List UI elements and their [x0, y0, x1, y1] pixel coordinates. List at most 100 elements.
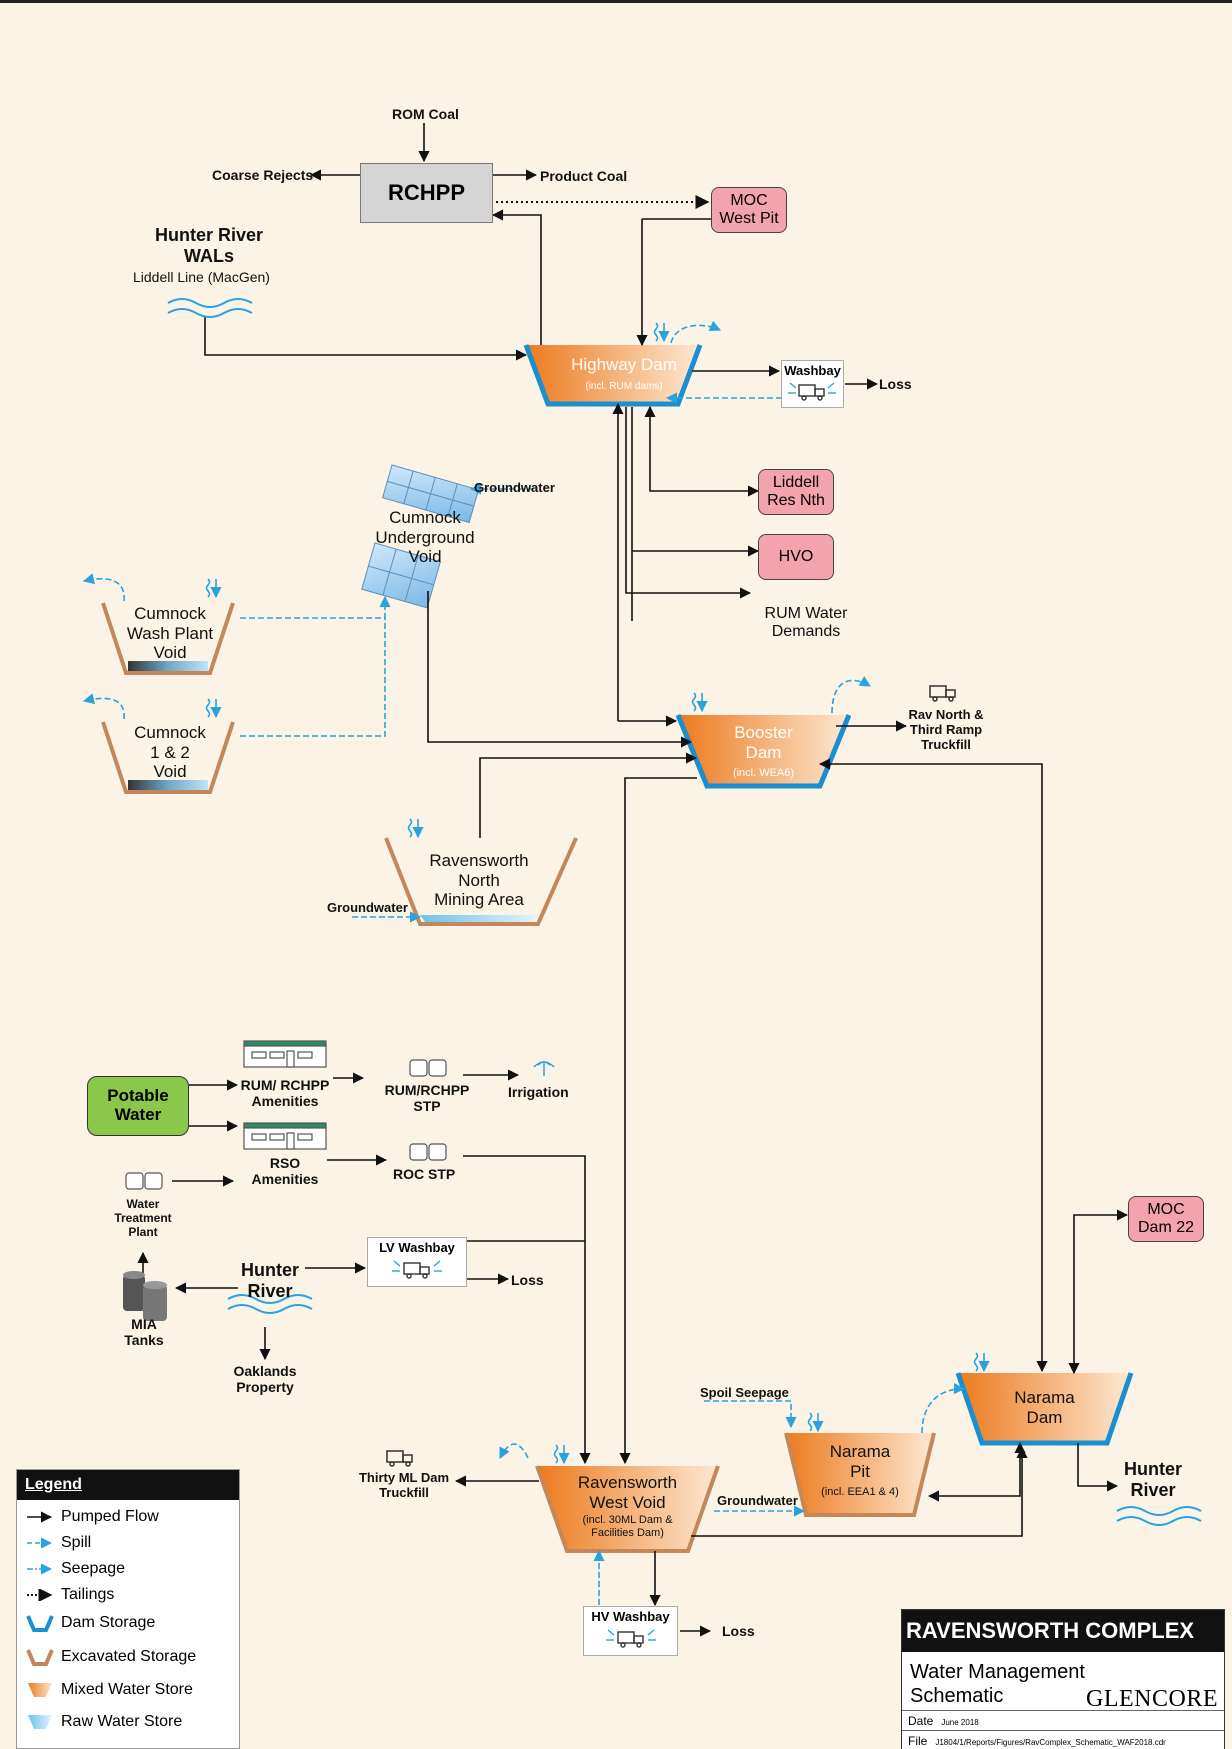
product-coal-label: Product Coal [540, 168, 628, 184]
flow-diagram [82, 123, 1202, 1637]
hunter-river-wals-label: Hunter River WALs [154, 225, 264, 266]
rum-rchpp-stp-label: RUM/RCHPP STP [384, 1082, 470, 1115]
glencore-logo: GLENCORE [1086, 1686, 1218, 1712]
rain-evap-icons [205, 322, 990, 1465]
ravensworth-west-void-label: Ravensworth West Void [577, 1473, 678, 1512]
rum-stp-tank-icon [409, 1059, 447, 1077]
date-label: Date [908, 1714, 934, 1728]
legend-pumped-flow-label: Pumped Flow [61, 1508, 159, 1525]
coarse-rejects-label: Coarse Rejects [212, 167, 314, 183]
legend-dam-storage: Dam Storage [25, 1612, 155, 1634]
groundwater-top-label: Groundwater [474, 480, 555, 495]
pumped-flow-icon [27, 1511, 53, 1523]
legend-raw-water-label: Raw Water Store [61, 1713, 183, 1730]
cumnock-underground-panels [361, 464, 480, 609]
legend-raw-water: Raw Water Store [25, 1711, 182, 1733]
washbay-box: Washbay [781, 360, 844, 408]
highway-dam-label: Highway Dam [571, 355, 677, 374]
rum-amenities-building-icon [243, 1040, 327, 1068]
cumnock-1-2-shape [101, 721, 235, 794]
sprinkler-icon [533, 1061, 555, 1076]
truckfill-thirty-icon [386, 1450, 413, 1467]
rso-amenities-building-icon [243, 1122, 327, 1150]
legend-mixed-water: Mixed Water Store [25, 1679, 193, 1701]
cumnock-wash-plant-void-label: Cumnock Wash Plant Void [126, 604, 214, 663]
legend-tailings-label: Tailings [61, 1586, 115, 1603]
narama-pit-label: Narama Pit [829, 1442, 891, 1481]
highway-dam-sub-label: (incl. RUM dams) [585, 381, 663, 392]
mia-tanks-label: MIA Tanks [124, 1316, 164, 1349]
excavated-storage-icon [26, 1649, 54, 1666]
seepage-lines [82, 320, 966, 1623]
seepage-icon [27, 1563, 53, 1575]
file-row: File J1804/1/Reports/Figures/RavComplex_S… [902, 1730, 1224, 1749]
narama-dam-shape [955, 1372, 1134, 1446]
file-label: File [908, 1734, 928, 1748]
date-row: Date June 2018 [902, 1710, 1224, 1731]
rum-water-demands-label: RUM Water Demands [764, 605, 848, 641]
mia-tanks-icon [123, 1271, 167, 1321]
title-block: RAVENSWORTH COMPLEX Water Management Sch… [901, 1609, 1225, 1749]
hv-loss-label: Loss [722, 1623, 755, 1639]
washbay-label: Washbay [784, 363, 841, 378]
wtp-tank-icon [125, 1172, 163, 1190]
hunter-river-label: Hunter River [241, 1260, 299, 1301]
legend-title: Legend [17, 1470, 239, 1500]
ravensworth-west-void-shape [535, 1465, 720, 1553]
river-wave-icons [167, 298, 1202, 1526]
legend-dam-storage-label: Dam Storage [61, 1614, 156, 1631]
date-value: June 2018 [941, 1718, 979, 1727]
lv-washbay-truck-icon [392, 1260, 442, 1279]
hv-washbay-box: HV Washbay [583, 1606, 678, 1656]
lv-loss-label: Loss [511, 1272, 544, 1288]
moc-west-pit-box: MOC West Pit [711, 187, 787, 233]
booster-dam-shape [675, 714, 852, 789]
oaklands-property-label: Oaklands Property [233, 1363, 297, 1396]
legend: Legend Pumped Flow Spill Seepage Tailing… [16, 1469, 240, 1749]
rso-amenities-label: RSO Amenities [251, 1155, 319, 1188]
legend-spill: Spill [25, 1532, 91, 1554]
truckfill-top-icon [929, 685, 956, 702]
raw-water-icon [28, 1715, 52, 1729]
hv-washbay-truck-icon [606, 1629, 656, 1648]
ravensworth-north-label: Ravensworth North Mining Area [429, 851, 529, 910]
roc-stp-tank-icon [409, 1143, 447, 1161]
ravensworth-north-shape [384, 837, 578, 926]
company-title: RAVENSWORTH COMPLEX [902, 1610, 1224, 1652]
water-treatment-plant-label: Water Treatment Plant [114, 1197, 172, 1239]
roc-stp-label: ROC STP [393, 1166, 456, 1182]
spoil-seepage-label: Spoil Seepage [700, 1385, 789, 1400]
liddell-res-nth-box: Liddell Res Nth [758, 469, 834, 515]
legend-excavated-storage: Excavated Storage [25, 1646, 196, 1668]
rav-north-truckfill-label: Rav North & Third Ramp Truckfill [908, 707, 984, 752]
narama-pit-sub-label: (incl. EEA1 & 4) [821, 1486, 899, 1498]
legend-pumped-flow: Pumped Flow [25, 1506, 159, 1528]
washbay-truck-icon [788, 382, 836, 401]
rom-coal-label: ROM Coal [392, 106, 459, 122]
washbay-loss-label: Loss [879, 376, 912, 392]
ravensworth-west-void-sub-label: (incl. 30ML Dam & Facilities Dam) [582, 1514, 673, 1539]
legend-seepage-label: Seepage [61, 1560, 126, 1577]
narama-dam-label: Narama Dam [1014, 1388, 1075, 1427]
pumped-flow-lines [137, 123, 1129, 1637]
irrigation-label: Irrigation [508, 1084, 569, 1100]
potable-water-box: Potable Water [87, 1076, 189, 1136]
schematic-subtitle: Water Management Schematic [910, 1661, 1085, 1707]
cumnock-wash-plant-shape [101, 602, 235, 675]
liddell-line-label: Liddell Line (MacGen) [133, 269, 270, 285]
dam-storage-icon [26, 1615, 54, 1632]
groundwater-rn-label: Groundwater [327, 900, 408, 915]
thirty-ml-truckfill-label: Thirty ML Dam Truckfill [358, 1470, 450, 1500]
legend-spill-label: Spill [61, 1534, 92, 1551]
file-value: J1804/1/Reports/Figures/RavComplex_Schem… [935, 1738, 1166, 1747]
mixed-water-icon [28, 1683, 52, 1697]
lv-washbay-box: LV Washbay [367, 1237, 467, 1287]
hv-washbay-label: HV Washbay [591, 1609, 670, 1624]
spill-icon [27, 1537, 53, 1549]
narama-pit-shape [784, 1432, 936, 1517]
tailings-icon [27, 1589, 53, 1601]
rum-rchpp-amenities-label: RUM/ RCHPP Amenities [240, 1077, 330, 1110]
moc-dam-22-box: MOC Dam 22 [1128, 1196, 1204, 1242]
legend-excavated-storage-label: Excavated Storage [61, 1648, 197, 1665]
